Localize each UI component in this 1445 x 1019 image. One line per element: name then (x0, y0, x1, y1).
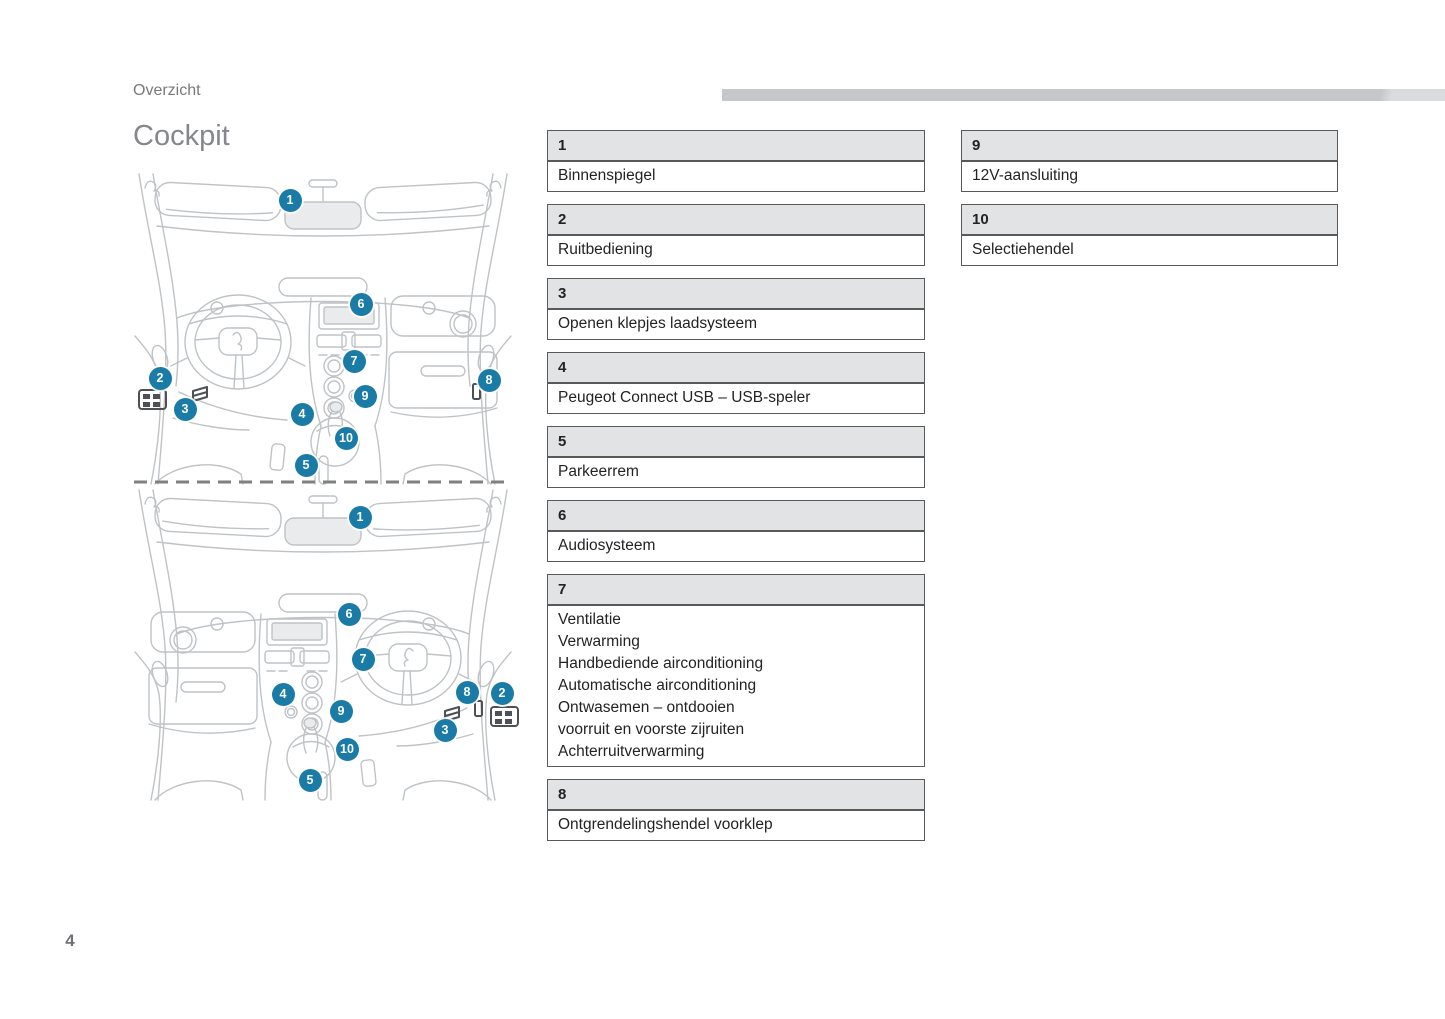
dashed-divider (134, 480, 512, 484)
legend-line: Ventilatie (558, 611, 621, 628)
diagram-callout-6: 6 (349, 292, 373, 316)
legend-line: Verwarming (558, 633, 640, 650)
legend-line: Audiosysteem (558, 537, 656, 554)
diagram-callout-1: 1 (348, 505, 372, 529)
legend-line: Binnenspiegel (558, 167, 656, 184)
diagram-callout-2: 2 (490, 681, 514, 705)
legend-item-number: 3 (547, 278, 925, 309)
window-switch-icon (138, 389, 167, 410)
legend-item-number: 4 (547, 352, 925, 383)
legend-item-number: 5 (547, 426, 925, 457)
legend-line: Openen klepjes laadsysteem (558, 315, 758, 332)
legend-item-description: Openen klepjes laadsysteem (547, 309, 925, 340)
legend-item-number: 2 (547, 204, 925, 235)
legend-item-number: 8 (547, 779, 925, 810)
legend-item-description: Peugeot Connect USB – USB-speler (547, 383, 925, 414)
diagram-callout-10: 10 (334, 426, 358, 450)
legend-line: 12V-aansluiting (972, 167, 1078, 184)
diagram-callout-2: 2 (148, 366, 172, 390)
legend-item-number: 10 (961, 204, 1338, 235)
dashboard-line-art-rhd (134, 489, 519, 801)
diagram-callout-10: 10 (335, 737, 359, 761)
page-title: Cockpit (133, 120, 230, 152)
diagram-callout-8: 8 (477, 368, 501, 392)
window-switch-icon (490, 706, 519, 727)
diagram-callout-5: 5 (298, 768, 322, 792)
legend-line: Handbediende airconditioning (558, 655, 764, 672)
header-accent-bar (722, 89, 1445, 101)
section-label: Overzicht (133, 82, 201, 99)
dashboard-line-art-lhd (134, 173, 512, 485)
diagram-callout-4: 4 (271, 682, 295, 706)
bonnet-release-icon (474, 700, 483, 717)
legend-item-description: 12V-aansluiting (961, 161, 1338, 192)
diagram-callout-7: 7 (342, 349, 366, 373)
diagram-callout-8: 8 (455, 680, 479, 704)
diagram-callout-4: 4 (290, 402, 314, 426)
legend-item-number: 7 (547, 574, 925, 605)
legend-item-description: Ruitbediening (547, 235, 925, 266)
diagram-callout-1: 1 (278, 188, 302, 212)
legend-item-description: Ontgrendelingshendel voorklep (547, 810, 925, 841)
legend-line: Ontwasemen – ontdooien (558, 699, 735, 716)
charge-flap-lever-icon (444, 706, 460, 722)
legend-table-9: 9 12V-aansluiting (961, 130, 1338, 192)
legend-item-description: Audiosysteem (547, 531, 925, 562)
legend-line: Selectiehendel (972, 241, 1074, 258)
legend-item-number: 9 (961, 130, 1338, 161)
diagram-callout-3: 3 (433, 718, 457, 742)
diagram-callout-9: 9 (329, 699, 353, 723)
bonnet-release-icon (472, 383, 481, 400)
legend-line: Achterruitverwarming (558, 743, 705, 760)
legend-line: Ruitbediening (558, 241, 653, 258)
diagram-view-right-hand-drive: 1 2 3 4 5 6 7 8 9 10 (133, 488, 519, 801)
legend-line: Peugeot Connect USB – USB-speler (558, 389, 811, 406)
diagram-callout-7: 7 (351, 647, 375, 671)
legend-item-description: Parkeerrem (547, 457, 925, 488)
page-number: 4 (65, 931, 75, 950)
diagram-callout-5: 5 (294, 453, 318, 477)
legend-item-description: Selectiehendel (961, 235, 1338, 266)
diagram-callout-3: 3 (173, 397, 197, 421)
legend-line: Automatische airconditioning (558, 677, 757, 694)
diagram-callout-6: 6 (337, 602, 361, 626)
legend-item-number: 1 (547, 130, 925, 161)
legend-item-description: Binnenspiegel (547, 161, 925, 192)
legend-item-number: 6 (547, 500, 925, 531)
diagram-callout-9: 9 (353, 384, 377, 408)
legend-line: Ontgrendelingshendel voorklep (558, 816, 773, 833)
charge-flap-lever-icon (192, 386, 208, 402)
legend-line: Parkeerrem (558, 463, 639, 480)
legend-line: voorruit en voorste zijruiten (558, 721, 745, 738)
